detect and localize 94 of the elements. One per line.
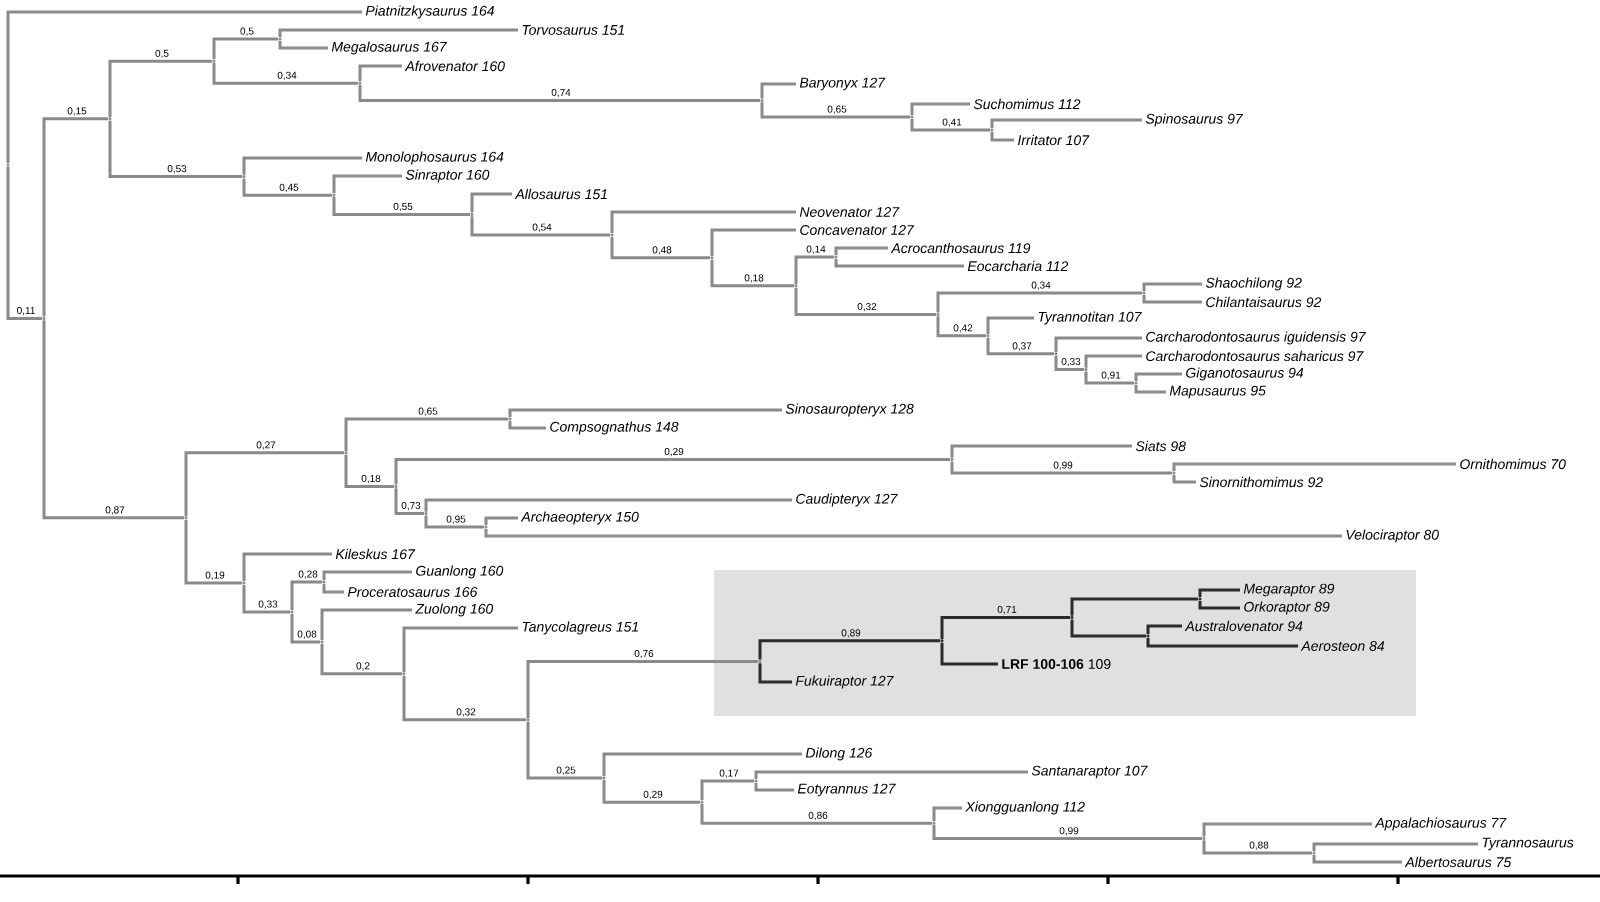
branch-line (932, 825, 1203, 840)
branch-line (950, 461, 1173, 475)
branch-line (1172, 462, 1456, 472)
branch-line (1070, 597, 1199, 616)
branch-line (760, 82, 796, 99)
branch-line (910, 118, 991, 132)
branch-line (760, 102, 911, 119)
branch-line (910, 102, 970, 116)
branch-line (278, 28, 518, 38)
branch-line (508, 408, 782, 418)
branch-line (936, 316, 987, 338)
branch-line (402, 626, 518, 672)
branch-line (184, 451, 345, 516)
branch-line (950, 444, 1132, 458)
branch-line (754, 770, 1028, 780)
branch-line (758, 663, 792, 684)
branch-line (242, 584, 291, 614)
branch-line (710, 259, 795, 288)
branch-line (610, 236, 711, 260)
branch-line (320, 643, 403, 676)
branch-line (108, 59, 213, 117)
branch-line (1054, 355, 1085, 372)
branch-line (1146, 624, 1182, 635)
branch-line (700, 779, 755, 801)
branch-line (320, 608, 412, 641)
branch-line (834, 246, 888, 256)
branch-line (526, 659, 759, 718)
branch-line (940, 616, 1071, 639)
branch-line (344, 417, 509, 451)
branch-line (484, 528, 1342, 538)
branch-line (1134, 372, 1182, 382)
branch-line (526, 721, 603, 780)
branch-line (754, 782, 794, 792)
branch-line (402, 675, 527, 722)
branch-line (834, 258, 964, 268)
branch-line (358, 64, 402, 82)
branch-line (6, 167, 43, 320)
branch-line (794, 255, 835, 284)
branch-line (1172, 474, 1196, 484)
branch-line (424, 515, 485, 529)
branch-line (1084, 371, 1135, 385)
branch-line (394, 458, 951, 485)
branch-line (758, 639, 941, 660)
branch-line (290, 613, 321, 644)
branch-line (1054, 336, 1142, 352)
branch-line (242, 552, 332, 582)
branch-line (1202, 840, 1313, 855)
branch-line (6, 10, 362, 164)
branch-line (322, 570, 412, 581)
branch-line (42, 320, 185, 520)
branch-line (42, 117, 109, 317)
branch-line (358, 85, 761, 102)
branch-line (424, 498, 792, 512)
branch-line (990, 131, 1014, 142)
branch-line (990, 118, 1142, 129)
branch-line (278, 40, 328, 50)
branch-line (1312, 842, 1478, 852)
branch-line (1134, 384, 1166, 394)
branch-line (1312, 854, 1402, 864)
branch-line (242, 178, 333, 197)
branch-line (986, 316, 1034, 334)
branch-line (108, 120, 243, 179)
branch-line (184, 519, 243, 585)
branch-line (710, 228, 796, 256)
branch-line (794, 287, 937, 316)
branch-line (394, 488, 425, 516)
branch-line (1202, 822, 1372, 837)
branch-line (470, 216, 611, 237)
branch-line (212, 37, 279, 60)
branch-line (470, 192, 512, 213)
branch-line (1084, 354, 1142, 368)
branch-line (940, 642, 998, 666)
branch-line (1142, 294, 1202, 304)
branch-line (322, 583, 344, 594)
branch-line (700, 804, 933, 825)
branch-line (1142, 282, 1202, 292)
branch-line (602, 779, 701, 804)
branch-line (1198, 588, 1240, 598)
branch-line (290, 580, 323, 611)
branch-line (332, 174, 402, 194)
branch-line (936, 291, 1143, 313)
branch-line (508, 420, 546, 430)
branch-line (332, 197, 471, 216)
branch-line (932, 806, 962, 822)
branch-line (610, 210, 796, 234)
branch-line (602, 752, 802, 777)
branch-line (1198, 600, 1240, 610)
branch-line (986, 337, 1055, 356)
branch-line (212, 63, 359, 85)
branch-line (484, 516, 518, 526)
branch-line (1070, 619, 1147, 638)
branch-line (344, 454, 395, 488)
branch-line (1146, 637, 1298, 648)
branch-line (242, 156, 362, 175)
